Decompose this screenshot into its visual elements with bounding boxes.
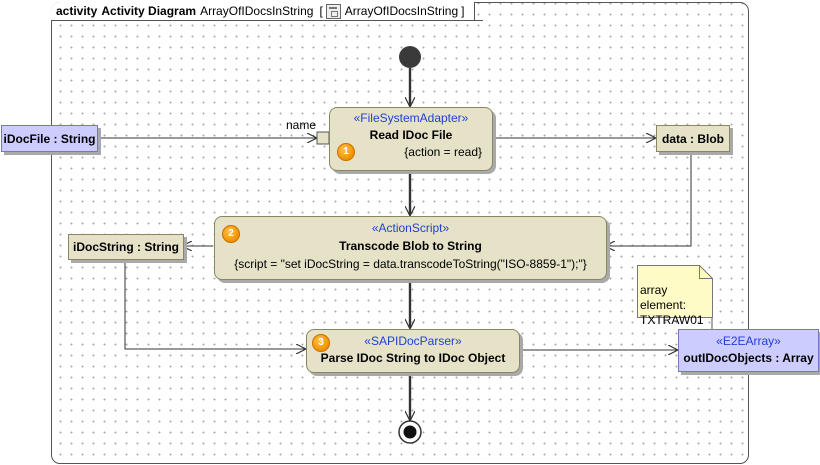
note-text: array element: TXTRAW01 (640, 283, 712, 328)
diagram-name: Activity Diagram (101, 4, 197, 18)
frame-keyword: activity (56, 4, 98, 18)
step-number-badge: 3 (312, 334, 330, 352)
action-constraint: {action = read} (404, 145, 482, 159)
diagram-icon (325, 3, 341, 19)
bracket-close: ] (461, 4, 465, 18)
bracket-open: [ (319, 4, 323, 18)
diagram-reference: ArrayOfIDocsInString (344, 4, 459, 18)
action-stereotype: «FileSystemAdapter» (353, 111, 469, 125)
object-data-blob[interactable]: data : Blob (656, 125, 730, 152)
action-transcode-blob[interactable]: «ActionScript» Transcode Blob to String … (214, 216, 607, 280)
note-shape (637, 265, 713, 318)
action-stereotype: «ActionScript» (371, 221, 450, 235)
flow-idocstring-to-parse (124, 259, 305, 349)
frame-header: activity Activity Diagram ArrayOfIDocsIn… (51, 2, 482, 21)
pin-label: name (286, 118, 317, 132)
action-parse-idoc-string[interactable]: «SAPIDocParser» Parse IDoc String to IDo… (306, 329, 520, 373)
object-idocfile[interactable]: iDocFile : String (1, 125, 98, 152)
action-stereotype: «SAPIDocParser» (364, 334, 462, 348)
activity-reference: ArrayOfIDocsInString (200, 4, 314, 18)
note-line-2: TXTRAW01 (640, 313, 704, 327)
output-name: outIDocObjects : Array (683, 351, 814, 365)
note-line-1: array element: (640, 283, 687, 312)
action-constraint: {script = "set iDocString = data.transco… (234, 257, 587, 271)
action-name: Read IDoc File (369, 128, 453, 142)
input-pin (316, 131, 330, 145)
action-name: Parse IDoc String to IDoc Object (320, 351, 506, 365)
object-output-idoc-objects[interactable]: «E2EArray» outIDocObjects : Array (678, 329, 819, 372)
flow-data-to-transcode (606, 151, 692, 246)
action-name: Transcode Blob to String (339, 239, 482, 253)
object-idocstring[interactable]: iDocString : String (68, 234, 184, 260)
output-stereotype: «E2EArray» (716, 334, 781, 348)
initial-node-icon (399, 46, 421, 68)
step-number-badge: 2 (222, 225, 240, 243)
step-number-badge: 1 (337, 143, 355, 161)
comment-note[interactable]: array element: TXTRAW01 (637, 265, 713, 327)
action-read-idoc-file[interactable]: «FileSystemAdapter» Read IDoc File {acti… (329, 107, 493, 171)
